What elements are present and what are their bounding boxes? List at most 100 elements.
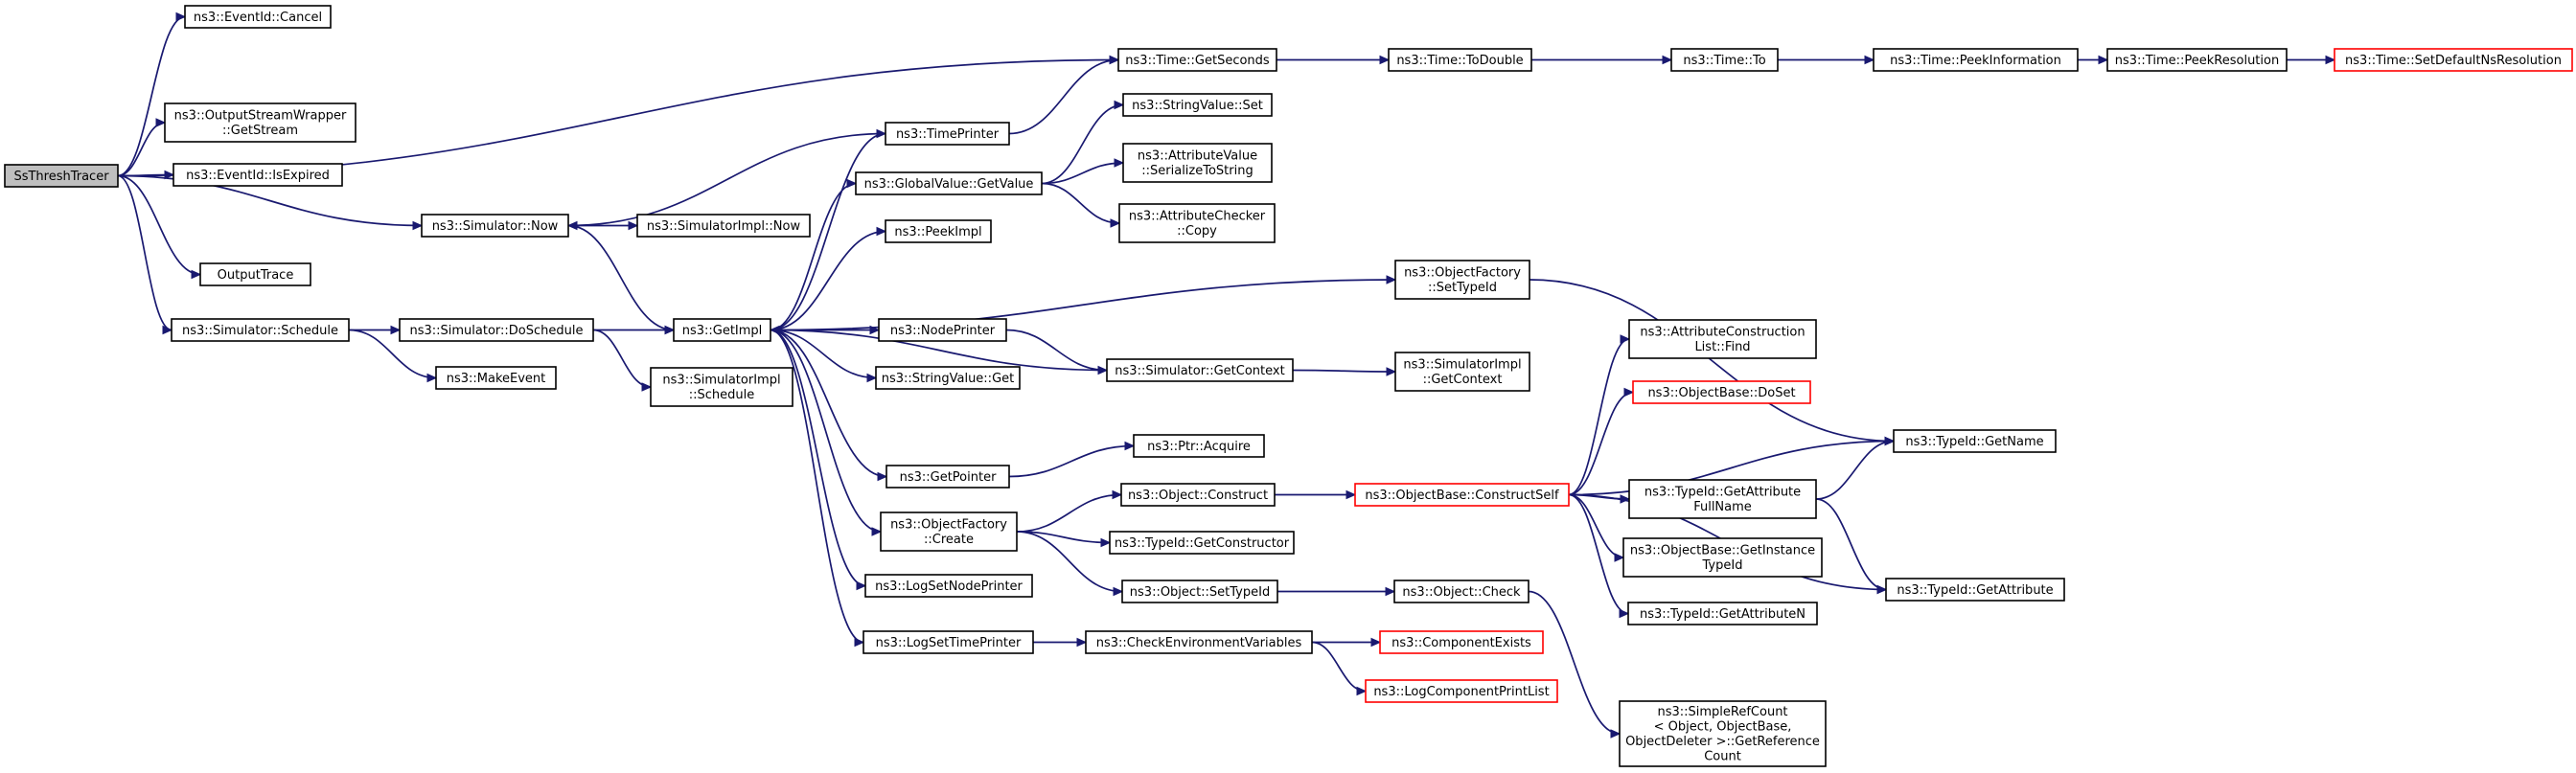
call-edge-getImpl-to-ofCreate [770,329,883,536]
arrowhead-icon [1619,608,1630,619]
node-svSet[interactable]: ns3::StringValue::Set [1122,93,1273,117]
edge-line [1016,531,1123,593]
node-peekInfo[interactable]: ns3::Time::PeekInformation [1873,48,2079,72]
node-objConstruct[interactable]: ns3::Object::Construct [1120,483,1276,507]
node-box [1885,578,2065,602]
node-simImplNow[interactable]: ns3::SimulatorImpl::Now [636,214,811,238]
node-root[interactable]: SsThreshTracer [4,164,119,188]
edge-line [1529,279,1895,443]
node-evExpired[interactable]: ns3::EventId::IsExpired [172,163,343,187]
node-label: ns3::ComponentExists [1392,636,1531,650]
call-edge-getImpl-to-logSetTime [770,329,865,648]
arrowhead-icon [1346,489,1357,500]
node-label: ns3::ObjectFactory [890,518,1007,533]
node-timePrinter[interactable]: ns3::TimePrinter [885,122,1010,146]
node-ptrAcquire[interactable]: ns3::Ptr::Acquire [1133,434,1265,458]
node-timeTo[interactable]: ns3::Time::To [1670,48,1779,72]
node-svGet[interactable]: ns3::StringValue::Get [875,366,1021,390]
call-edge-getImpl-to-peekImpl [770,226,887,331]
node-label: ns3::TypeId::GetName [1905,435,2043,449]
node-objSetTypeId[interactable]: ns3::Object::SetTypeId [1121,580,1278,603]
node-nodePrinter[interactable]: ns3::NodePrinter [878,318,1007,342]
node-label: FullName [1693,500,1752,514]
node-label: ns3::Time::ToDouble [1396,54,1523,68]
call-edge-getPointer-to-ptrAcquire [1008,441,1136,478]
node-label: ns3::LogComponentPrintList [1373,685,1549,699]
arrowhead-icon [1884,436,1896,446]
node-box [878,318,1007,342]
node-simImplGetContext[interactable]: ns3::SimulatorImpl::GetContext [1394,352,1530,392]
arrowhead-icon [1386,367,1397,376]
node-logSetNode[interactable]: ns3::LogSetNodePrinter [864,574,1033,598]
arrowhead-icon [1864,55,1875,65]
node-evCancel[interactable]: ns3::EventId::Cancel [184,5,332,29]
node-label: ::SerializeToString [1141,164,1253,178]
node-tidGetAttribute[interactable]: ns3::TypeId::GetAttribute [1885,578,2065,602]
node-ofSetTypeId[interactable]: ns3::ObjectFactory::SetTypeId [1394,260,1530,300]
node-tidGetAttributeN[interactable]: ns3::TypeId::GetAttributeN [1627,602,1818,625]
node-simpleRefCount[interactable]: ns3::SimpleRefCount< Object, ObjectBase,… [1619,700,1827,767]
node-toDouble[interactable]: ns3::Time::ToDouble [1388,48,1532,72]
node-checkEnv[interactable]: ns3::CheckEnvironmentVariables [1085,630,1313,654]
node-box [1379,630,1544,654]
call-edge-timePrinter-to-simNow [566,132,886,231]
node-setDefaultNs[interactable]: ns3::Time::SetDefaultNsResolution [2334,48,2573,72]
node-simGetContext[interactable]: ns3::Simulator::GetContext [1106,358,1294,382]
node-obDoSet[interactable]: ns3::ObjectBase::DoSet [1632,380,1811,404]
node-tidGetName[interactable]: ns3::TypeId::GetName [1893,429,2057,453]
node-label: ns3::SimulatorImpl::Now [647,219,801,234]
call-edge-obConstructSelf-to-tidGetAttributeN [1568,493,1630,619]
node-box [855,171,1043,195]
node-box [199,262,311,286]
call-edge-root-to-osw [117,118,167,177]
node-makeEvent[interactable]: ns3::MakeEvent [435,366,557,390]
call-edge-nodePrinter-to-simGetContext [1005,329,1109,375]
node-peekImpl[interactable]: ns3::PeekImpl [885,219,992,243]
call-edge-checkEnv-to-compExists [1311,637,1382,648]
call-edge-toDouble-to-timeTo [1531,55,1673,65]
node-label: ns3::TypeId::GetAttribute [1644,486,1801,500]
node-label: ns3::OutputStreamWrapper [174,109,347,124]
arrowhead-icon [1110,218,1121,228]
node-label: ns3::AttributeConstruction [1640,326,1805,340]
node-box [1117,48,1277,72]
node-box [1354,483,1570,507]
node-tidGetConstructor[interactable]: ns3::TypeId::GetConstructor [1109,531,1295,555]
node-box [1122,93,1273,117]
node-gvGetValue[interactable]: ns3::GlobalValue::GetValue [855,171,1043,195]
node-label: SsThreshTracer [13,170,109,184]
arrowhead-icon [769,325,780,335]
node-peekRes[interactable]: ns3::Time::PeekResolution [2106,48,2288,72]
node-obConstructSelf[interactable]: ns3::ObjectBase::ConstructSelf [1354,483,1570,507]
node-box [864,574,1033,598]
node-compExists[interactable]: ns3::ComponentExists [1379,630,1544,654]
edge-line [770,329,1108,372]
node-label: ns3::ObjectBase::GetInstance [1630,544,1815,558]
node-logCompPrint[interactable]: ns3::LogComponentPrintList [1365,679,1558,703]
node-box [885,122,1010,146]
call-edge-checkEnv-to-logCompPrint [1311,641,1368,696]
node-getPointer[interactable]: ns3::GetPointer [886,465,1010,489]
node-simDoSchedule[interactable]: ns3::Simulator::DoSchedule [399,318,594,342]
node-acCopy[interactable]: ns3::AttributeChecker::Copy [1118,203,1276,243]
node-logSetTime[interactable]: ns3::LogSetTimePrinter [862,630,1034,654]
node-avSerialize[interactable]: ns3::AttributeValue::SerializeToString [1122,143,1273,183]
node-ofCreate[interactable]: ns3::ObjectFactory::Create [880,512,1018,552]
node-getSeconds[interactable]: ns3::Time::GetSeconds [1117,48,1277,72]
node-label: ns3::Time::To [1683,54,1765,68]
node-outputTrace[interactable]: OutputTrace [199,262,311,286]
call-edge-timePrinter-to-getSeconds [1008,55,1120,135]
node-simSchedule[interactable]: ns3::Simulator::Schedule [171,318,350,342]
arrowhead-icon [155,118,167,127]
node-osw[interactable]: ns3::OutputStreamWrapper::GetStream [164,102,356,143]
node-getImpl[interactable]: ns3::GetImpl [673,318,771,342]
node-objCheck[interactable]: ns3::Object::Check [1393,580,1530,603]
edge-line [1016,531,1111,544]
node-simNow[interactable]: ns3::Simulator::Now [421,214,569,238]
node-box [1893,429,2057,453]
node-simImplSchedule[interactable]: ns3::SimulatorImpl::Schedule [650,367,794,407]
